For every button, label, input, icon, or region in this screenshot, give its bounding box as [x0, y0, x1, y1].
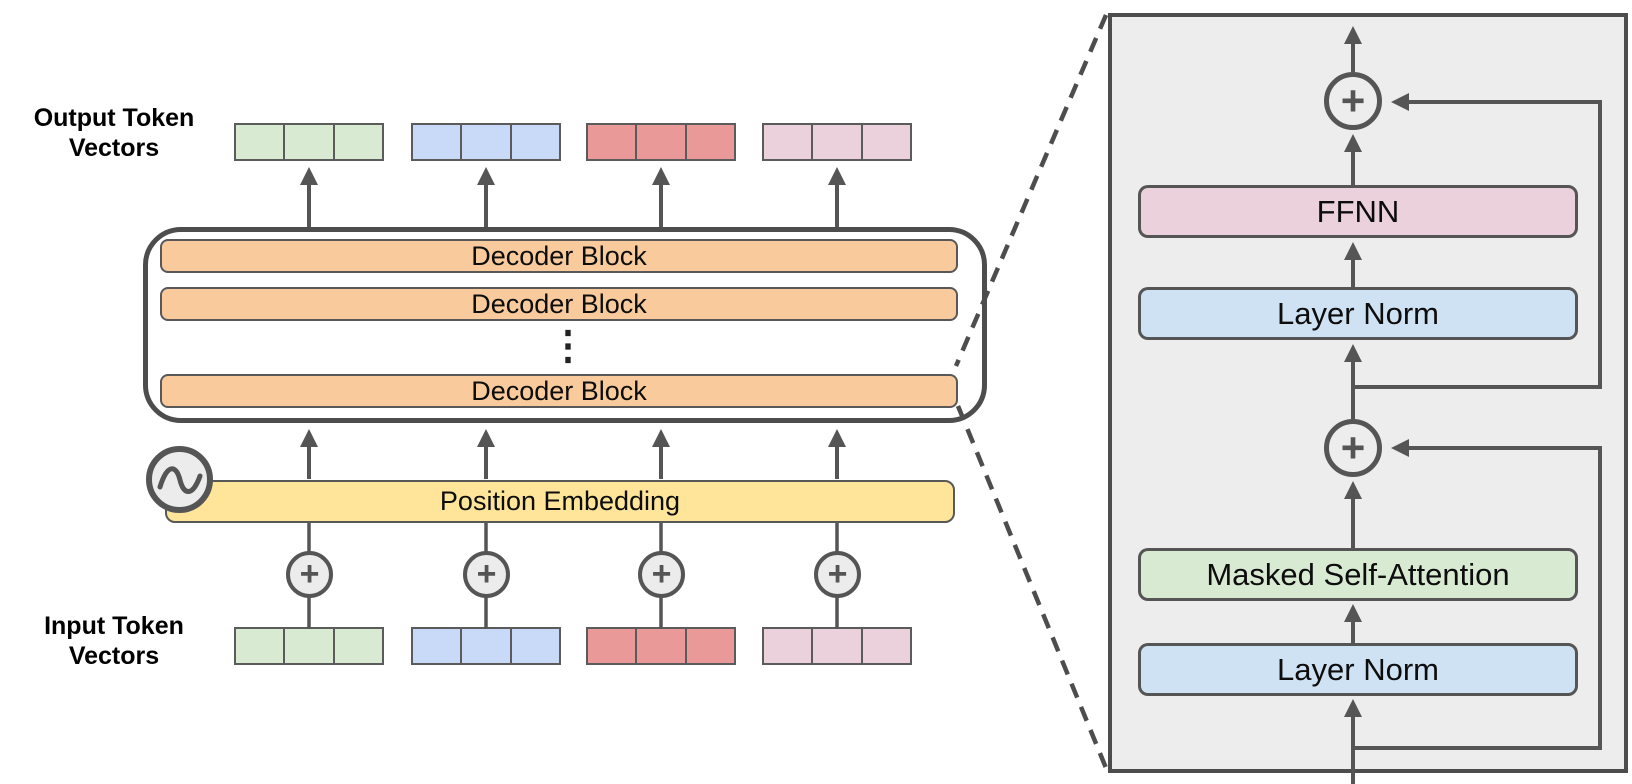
- token-cell: [460, 125, 510, 159]
- ellipsis-dots: ⋮: [548, 324, 588, 368]
- residual-connection-bottom: [1353, 439, 1602, 750]
- token-cell: [860, 125, 910, 159]
- token-cell: [635, 629, 685, 663]
- token-cell: [764, 125, 812, 159]
- input-token-vector-pink: [762, 627, 912, 665]
- token-cell: [413, 629, 461, 663]
- token-cell: [283, 125, 333, 159]
- token-cell: [588, 629, 636, 663]
- add-icon: +: [1324, 72, 1382, 130]
- decoder-block-bar-2: Decoder Block: [160, 287, 958, 321]
- token-cell: [509, 629, 559, 663]
- token-cell: [509, 125, 559, 159]
- output-token-vectors-label: Output Token Vectors: [33, 104, 195, 162]
- token-cell: [283, 629, 333, 663]
- token-cell: [811, 629, 861, 663]
- add-icon: +: [638, 551, 685, 598]
- token-cell: [684, 125, 734, 159]
- token-cell: [588, 125, 636, 159]
- layer-norm-box-lower: Layer Norm: [1138, 643, 1578, 696]
- output-token-vector-pink: [762, 123, 912, 161]
- add-icon: +: [1324, 419, 1382, 477]
- sine-wave-icon: [146, 446, 213, 513]
- input-token-vector-blue: [411, 627, 561, 665]
- add-icon: +: [814, 551, 861, 598]
- input-token-vector-red: [586, 627, 736, 665]
- token-cell: [635, 125, 685, 159]
- add-icon: +: [463, 551, 510, 598]
- add-icon: +: [286, 551, 333, 598]
- token-cell: [684, 629, 734, 663]
- token-cell: [236, 125, 284, 159]
- token-cell: [460, 629, 510, 663]
- ffnn-box: FFNN: [1138, 185, 1578, 238]
- decoder-block-bar-3: Decoder Block: [160, 374, 958, 408]
- input-token-vectors-label: Input Token Vectors: [44, 612, 184, 670]
- token-cell: [413, 125, 461, 159]
- decoder-block-bar-1: Decoder Block: [160, 239, 958, 273]
- token-cell: [236, 629, 284, 663]
- token-cell: [332, 629, 382, 663]
- position-embedding-bar: Position Embedding: [165, 480, 955, 523]
- output-token-vector-green: [234, 123, 384, 161]
- layer-norm-box-upper: Layer Norm: [1138, 287, 1578, 340]
- token-cell: [860, 629, 910, 663]
- dashed-connector-bottom: [955, 405, 1109, 769]
- masked-self-attention-box: Masked Self-Attention: [1138, 548, 1578, 601]
- output-token-vector-red: [586, 123, 736, 161]
- token-cell: [332, 125, 382, 159]
- dashed-connector-top: [953, 14, 1109, 367]
- output-token-vector-blue: [411, 123, 561, 161]
- token-cell: [764, 629, 812, 663]
- token-cell: [811, 125, 861, 159]
- residual-connection-top: [1353, 93, 1602, 389]
